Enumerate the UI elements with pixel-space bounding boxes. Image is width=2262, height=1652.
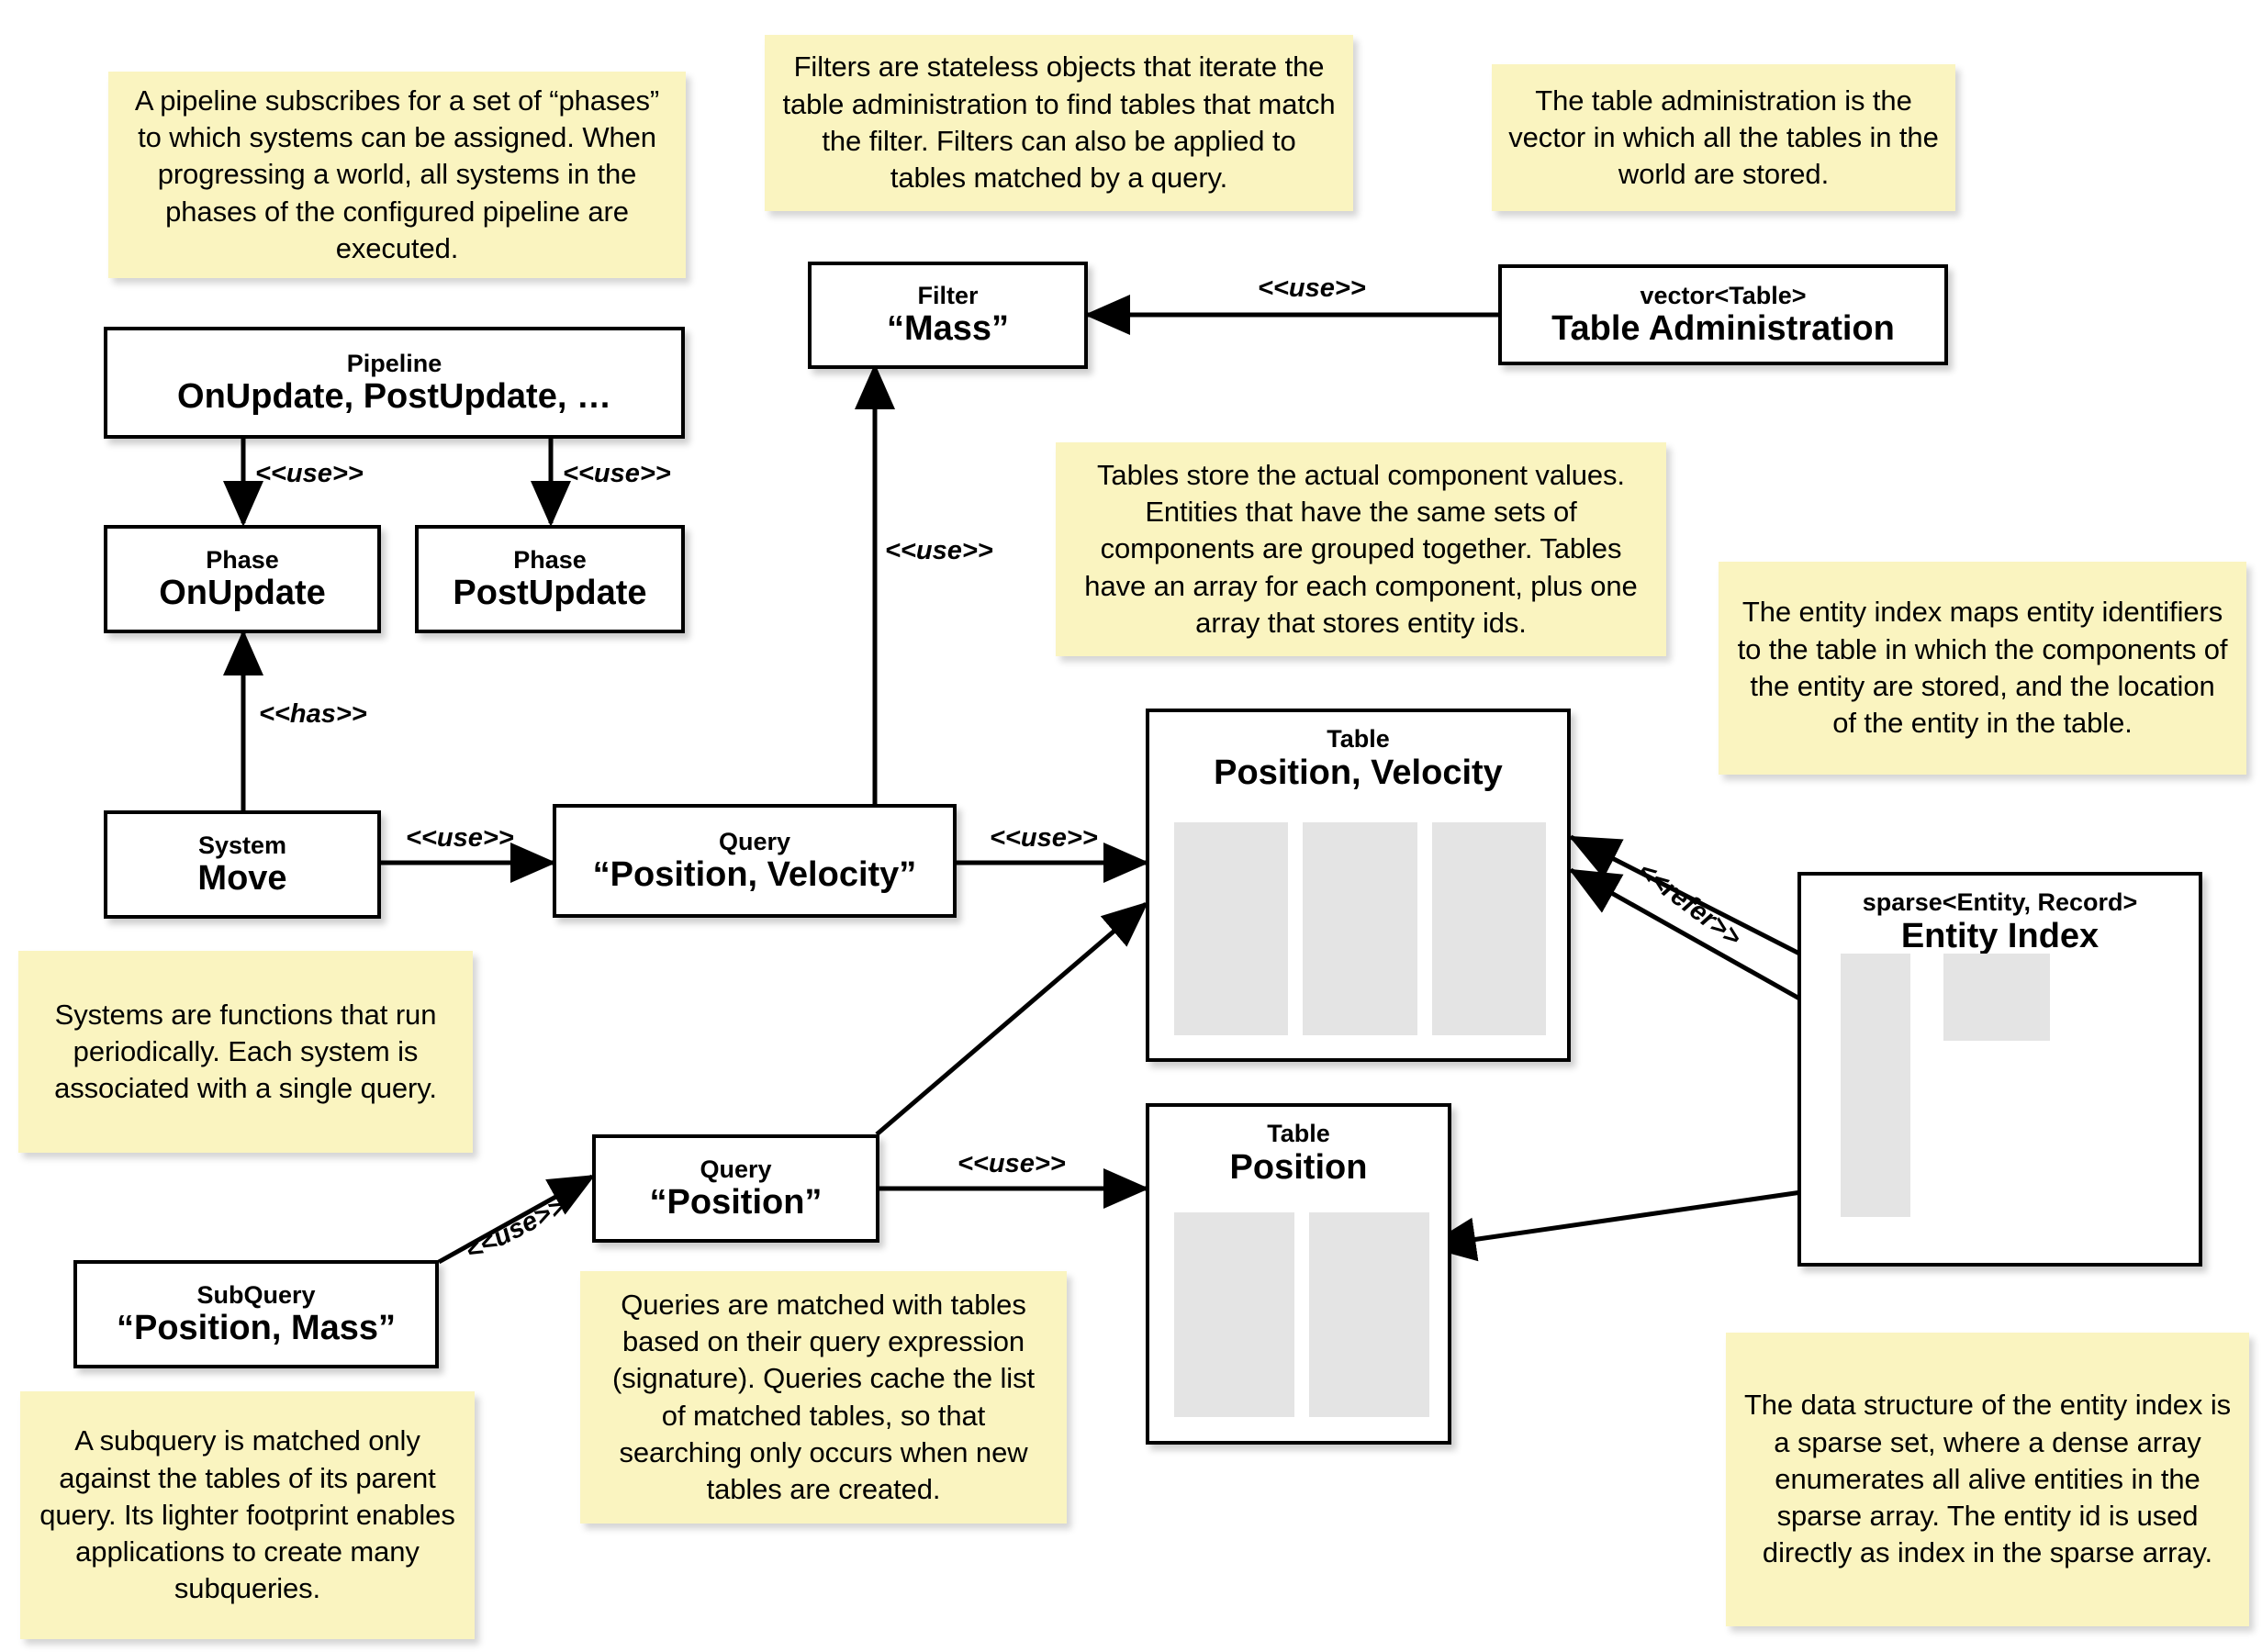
edge-label-entityindex-refer: <<refer>>: [1631, 856, 1747, 954]
box-query-pv-name: “Position, Velocity”: [592, 854, 917, 894]
table-p-columns: [1174, 1212, 1429, 1417]
table-p-column-0: [1174, 1212, 1294, 1417]
table-pv-column-0: [1174, 822, 1289, 1035]
box-system-move-name: Move: [197, 858, 287, 898]
box-phase-onupdate-stereotype: Phase: [206, 545, 279, 574]
box-query-position[interactable]: Query “Position”: [592, 1134, 879, 1243]
note-tables: Tables store the actual component values…: [1056, 442, 1666, 656]
box-query-position-velocity[interactable]: Query “Position, Velocity”: [553, 804, 957, 918]
edge-query-p-table-pv: [875, 901, 1149, 1136]
note-filter: Filters are stateless objects that itera…: [765, 35, 1353, 211]
box-entity-index[interactable]: sparse<Entity, Record> Entity Index: [1797, 872, 2202, 1267]
edge-label-system-phase: <<has>>: [259, 699, 367, 729]
box-subquery-position-mass[interactable]: SubQuery “Position, Mass”: [73, 1260, 439, 1368]
table-pv-header: Table Position, Velocity: [1149, 712, 1567, 794]
box-subquery-name: “Position, Mass”: [116, 1308, 397, 1347]
box-filter-stereotype: Filter: [917, 282, 979, 310]
edge-label-query-pv-table: <<use>>: [990, 823, 1098, 853]
box-system-move-stereotype: System: [197, 831, 287, 859]
box-phase-postupdate-name: PostUpdate: [453, 573, 647, 612]
table-pv-column-2: [1431, 822, 1546, 1035]
box-table-admin-name: Table Administration: [1551, 308, 1895, 348]
edge-label-pipeline-onupdate: <<use>>: [255, 459, 364, 488]
box-pipeline-name: OnUpdate, PostUpdate, …: [177, 376, 611, 416]
entity-index-sparse-array: [1841, 954, 1910, 1217]
note-entity-index: The entity index maps entity identifiers…: [1719, 562, 2246, 775]
edge-entityindex-table-p: [1425, 1187, 1821, 1262]
box-phase-postupdate[interactable]: Phase PostUpdate: [415, 525, 685, 633]
box-table-position[interactable]: Table Position: [1146, 1103, 1451, 1445]
edge-label-tableadmin-filter: <<use>>: [1258, 273, 1366, 303]
note-systems: Systems are functions that run periodica…: [18, 951, 473, 1153]
box-table-p-name: Position: [1229, 1148, 1368, 1188]
entity-index-header: sparse<Entity, Record> Entity Index: [1801, 876, 2199, 957]
note-subquery: A subquery is matched only against the t…: [20, 1391, 475, 1639]
box-table-pv-name: Position, Velocity: [1214, 753, 1503, 793]
box-pipeline-stereotype: Pipeline: [346, 349, 442, 377]
box-phase-postupdate-stereotype: Phase: [513, 545, 587, 574]
table-p-column-1: [1309, 1212, 1429, 1417]
box-phase-onupdate-name: OnUpdate: [159, 573, 326, 612]
note-sparse-set: The data structure of the entity index i…: [1726, 1333, 2249, 1626]
table-p-header: Table Position: [1149, 1107, 1448, 1189]
box-table-p-stereotype: Table: [1267, 1120, 1330, 1147]
entity-index-dense-array: [1943, 954, 2050, 1041]
edge-label-subquery-query: <<use>>: [461, 1191, 571, 1267]
edge-label-pipeline-postupdate: <<use>>: [563, 459, 671, 488]
note-pipeline: A pipeline subscribes for a set of “phas…: [108, 72, 686, 278]
box-entity-index-name: Entity Index: [1900, 917, 2100, 956]
edge-label-query-p-table: <<use>>: [957, 1149, 1066, 1178]
edge-label-system-query: <<use>>: [406, 823, 514, 853]
box-system-move[interactable]: System Move: [104, 810, 381, 919]
box-table-administration[interactable]: vector<Table> Table Administration: [1498, 264, 1948, 365]
box-table-pv-stereotype: Table: [1327, 725, 1390, 753]
box-query-pv-stereotype: Query: [718, 827, 791, 855]
note-queries: Queries are matched with tables based on…: [580, 1271, 1067, 1524]
box-subquery-stereotype: SubQuery: [196, 1280, 316, 1309]
box-entity-index-stereotype: sparse<Entity, Record>: [1862, 888, 2138, 916]
box-filter-name: “Mass”: [886, 309, 1010, 349]
box-filter-mass[interactable]: Filter “Mass”: [808, 262, 1088, 369]
box-phase-onupdate[interactable]: Phase OnUpdate: [104, 525, 381, 633]
box-query-p-name: “Position”: [649, 1182, 823, 1222]
box-table-position-velocity[interactable]: Table Position, Velocity: [1146, 709, 1571, 1062]
table-pv-columns: [1174, 822, 1546, 1035]
box-table-admin-stereotype: vector<Table>: [1640, 281, 1807, 309]
table-pv-column-1: [1303, 822, 1417, 1035]
box-pipeline[interactable]: Pipeline OnUpdate, PostUpdate, …: [104, 327, 685, 439]
edge-label-query-filter: <<use>>: [885, 536, 993, 565]
box-query-p-stereotype: Query: [700, 1155, 772, 1183]
note-table-admin: The table administration is the vector i…: [1492, 64, 1955, 211]
